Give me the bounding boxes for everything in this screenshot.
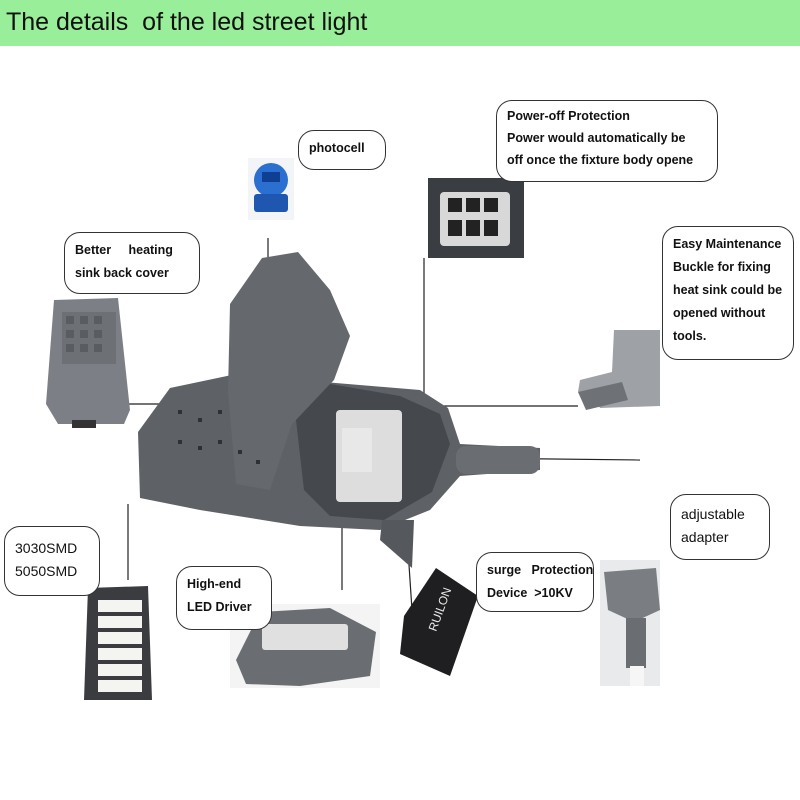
power-off-callout: Power-off Protection Power would automat… [496,100,718,182]
adapter-line-2: adapter [681,529,729,545]
driver-image [230,604,380,688]
surge-line-2: Device >10KV [487,586,573,600]
main-fixture-image [138,252,540,568]
heating-line-2: sink back cover [75,266,169,280]
heat-sink-cover-image [46,298,130,428]
driver-line-1: High-end [187,577,242,591]
photocell-label: photocell [309,141,365,155]
adapter-callout: adjustable adapter [670,494,770,560]
led-module-image [84,586,152,700]
driver-line-2: LED Driver [187,600,252,614]
power-off-line-2: Power would automatically be [507,131,686,145]
buckle-image [578,330,660,410]
power-off-line-3: off once the fixture body opene [507,153,694,167]
smd-line-1: 3030SMD [15,540,78,556]
driver-callout: High-end LED Driver [176,566,272,630]
maintenance-callout: Easy Maintenance Buckle for fixing heat … [662,226,794,360]
surge-line-1: surge Protection [487,563,594,577]
maintenance-line-1: Easy Maintenance [673,237,782,251]
power-off-connector-image [428,178,524,258]
adapter-image [600,560,660,686]
surge-callout: surge Protection Device >10KV [476,552,594,612]
photocell-image [248,158,294,220]
maintenance-line-2: Buckle for fixing [673,260,771,274]
adapter-line-1: adjustable [681,506,745,522]
photocell-callout: photocell [298,130,386,170]
smd-line-2: 5050SMD [15,563,78,579]
header-bar: The details of the led street light [0,0,800,46]
power-off-line-1: Power-off Protection [507,109,630,123]
page-title: The details of the led street light [6,8,368,36]
surge-module-image: RUILON [400,568,478,676]
heating-callout: Better heating sink back cover [64,232,200,294]
maintenance-line-4: opened without [673,306,766,320]
maintenance-line-5: tools. [673,329,707,343]
heating-line-1: Better heating [75,243,173,257]
maintenance-line-3: heat sink could be [673,283,783,297]
smd-callout: 3030SMD 5050SMD [4,526,100,596]
